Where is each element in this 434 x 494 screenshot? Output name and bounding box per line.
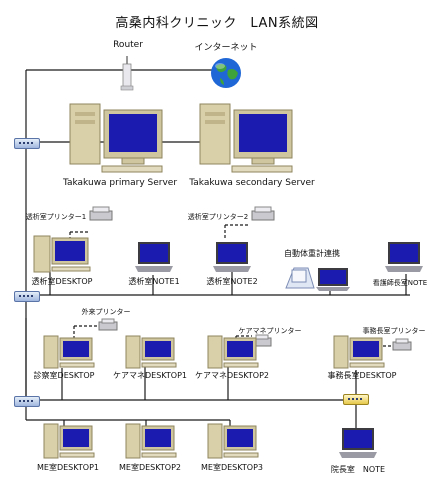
- scale-link-label: 自動体重計連携: [284, 249, 340, 258]
- globe-icon: [211, 58, 241, 88]
- router-icon: [120, 56, 134, 91]
- printer2-icon: [251, 206, 275, 221]
- printer2-label: 透析室プリンター2: [187, 213, 249, 221]
- office-printer-icon: [392, 338, 412, 351]
- dialysis-desktop-icon: [33, 235, 91, 273]
- office-hub-icon: [343, 394, 369, 405]
- dialysis-note2-icon: [213, 242, 251, 272]
- primary-server-label: Takakuwa primary Server: [62, 178, 178, 188]
- me-room-desktop2-icon: [125, 423, 177, 459]
- director-note-icon: [339, 428, 377, 458]
- device-label: ME室DESKTOP2: [119, 463, 181, 472]
- device-label: 院長室 NOTE: [330, 465, 386, 474]
- secondary-server-icon: [199, 103, 293, 173]
- row2-hub-icon: [14, 396, 40, 407]
- page-title: 高桑内科クリニック LAN系統図: [115, 16, 319, 31]
- row1-hub-icon: [14, 291, 40, 302]
- printer1-icon: [89, 206, 113, 221]
- exam-room-desktop-icon: [43, 335, 95, 369]
- device-label: 透析室NOTE2: [206, 277, 258, 286]
- device-label: ME室DESKTOP1: [37, 463, 99, 472]
- device-label: ケアマネDESKTOP2: [194, 371, 270, 380]
- device-label: 透析室DESKTOP: [31, 277, 93, 286]
- device-label: 看護師長室NOTE: [372, 279, 428, 287]
- weight-scale-icon: [285, 267, 350, 291]
- office-printer-label: 事務長室プリンター: [362, 327, 426, 335]
- device-label: 透析室NOTE1: [128, 277, 180, 286]
- head-nurse-note-icon: [385, 242, 423, 272]
- caremane-desktop2-icon: [207, 335, 259, 369]
- outpatient-printer-icon: [98, 318, 118, 331]
- primary-server-icon: [69, 103, 163, 173]
- device-label: ME室DESKTOP3: [201, 463, 263, 472]
- device-label: 診察室DESKTOP: [33, 371, 95, 380]
- router-label: Router: [113, 40, 143, 50]
- device-label: 事務長室DESKTOP: [327, 371, 397, 380]
- secondary-server-label: Takakuwa secondary Server: [189, 178, 315, 188]
- dialysis-note1-icon: [135, 242, 173, 272]
- server-hub-icon: [14, 138, 40, 149]
- me-room-desktop3-icon: [207, 423, 259, 459]
- me-room-desktop1-icon: [43, 423, 95, 459]
- printer1-label: 透析室プリンター1: [25, 213, 87, 221]
- office-manager-desktop-icon: [333, 335, 385, 369]
- caremane-desktop1-icon: [125, 335, 177, 369]
- outpatient-printer-label: 外来プリンター: [81, 308, 131, 316]
- device-label: ケアマネDESKTOP1: [112, 371, 188, 380]
- internet-label: インターネット: [194, 43, 258, 53]
- caremane-printer-label: ケアマネプリンター: [238, 327, 302, 335]
